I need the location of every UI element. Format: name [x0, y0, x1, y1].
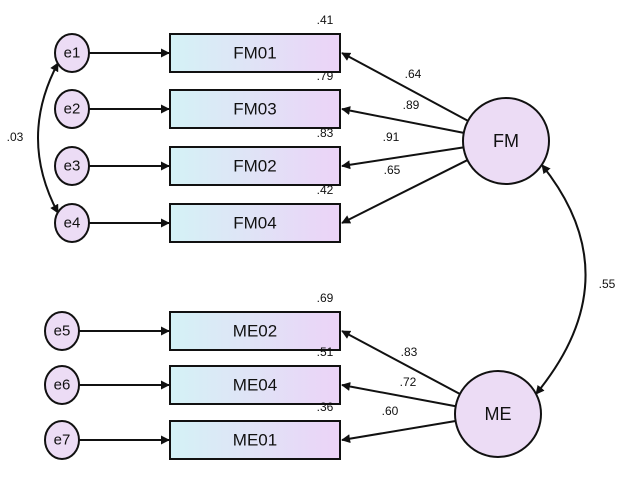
latent-label: FM [493, 131, 519, 151]
r-squared-label: .51 [317, 345, 334, 359]
indicator-box-fm03 [169, 89, 341, 129]
loading-label: .83 [401, 345, 418, 359]
indicator-label: ME01 [233, 431, 277, 450]
error-label: e6 [54, 377, 71, 394]
loading-path-fm03 [341, 106, 464, 134]
nodes-layer [44, 33, 550, 460]
loading-label: .91 [383, 130, 400, 144]
loading-path-me04 [341, 382, 456, 408]
indicator-box-fm04 [169, 203, 341, 243]
indicator-box-me04 [169, 365, 341, 405]
error-label: e3 [64, 158, 81, 175]
indicator-label: FM02 [233, 157, 276, 176]
indicator-label: ME02 [233, 322, 277, 341]
indicator-box-fm02 [169, 146, 341, 186]
loading-path-me01 [341, 419, 456, 444]
loading-path-fm02 [341, 146, 464, 170]
covariance-label-e1-e4: .03 [7, 130, 24, 144]
indicator-label: FM04 [233, 214, 276, 233]
error-node-e6 [44, 365, 80, 405]
indicator-label: FM01 [233, 44, 276, 63]
loading-label: .72 [400, 375, 417, 389]
r-squared-label: .42 [317, 183, 334, 197]
error-label: e1 [64, 45, 81, 62]
latent-label: ME [485, 404, 512, 424]
indicator-box-me01 [169, 420, 341, 460]
latent-node-me [454, 370, 542, 458]
loading-label: .64 [405, 67, 422, 81]
edges-layer [37, 48, 587, 445]
error-node-e3 [54, 146, 90, 186]
r-squared-label: .41 [317, 13, 334, 27]
error-node-e2 [54, 89, 90, 129]
latent-node-fm [462, 97, 550, 185]
covariance-path-e1-e4 [37, 62, 59, 214]
loading-label: .89 [403, 98, 420, 112]
loading-path-fm04 [341, 159, 468, 224]
indicator-label: ME04 [233, 376, 277, 395]
error-node-e7 [44, 420, 80, 460]
error-label: e2 [64, 101, 81, 118]
indicator-label: FM03 [233, 100, 276, 119]
r-squared-label: .36 [317, 400, 334, 414]
loading-path-fm01 [341, 52, 469, 122]
covariance-label-fm-me: .55 [599, 277, 616, 291]
error-node-e4 [54, 203, 90, 243]
error-node-e1 [54, 33, 90, 73]
error-label: e4 [64, 215, 81, 232]
loading-label: .65 [384, 163, 401, 177]
loading-label: .60 [382, 404, 399, 418]
r-squared-label: .83 [317, 126, 334, 140]
error-label: e7 [54, 432, 71, 449]
covariance-path-fm-me [535, 164, 587, 395]
r-squared-label: .79 [317, 69, 334, 83]
r-squared-label: .69 [317, 291, 334, 305]
error-node-e5 [44, 311, 80, 351]
indicator-box-me02 [169, 311, 341, 351]
loading-path-me02 [341, 330, 461, 395]
error-label: e5 [54, 323, 71, 340]
indicator-box-fm01 [169, 33, 341, 73]
